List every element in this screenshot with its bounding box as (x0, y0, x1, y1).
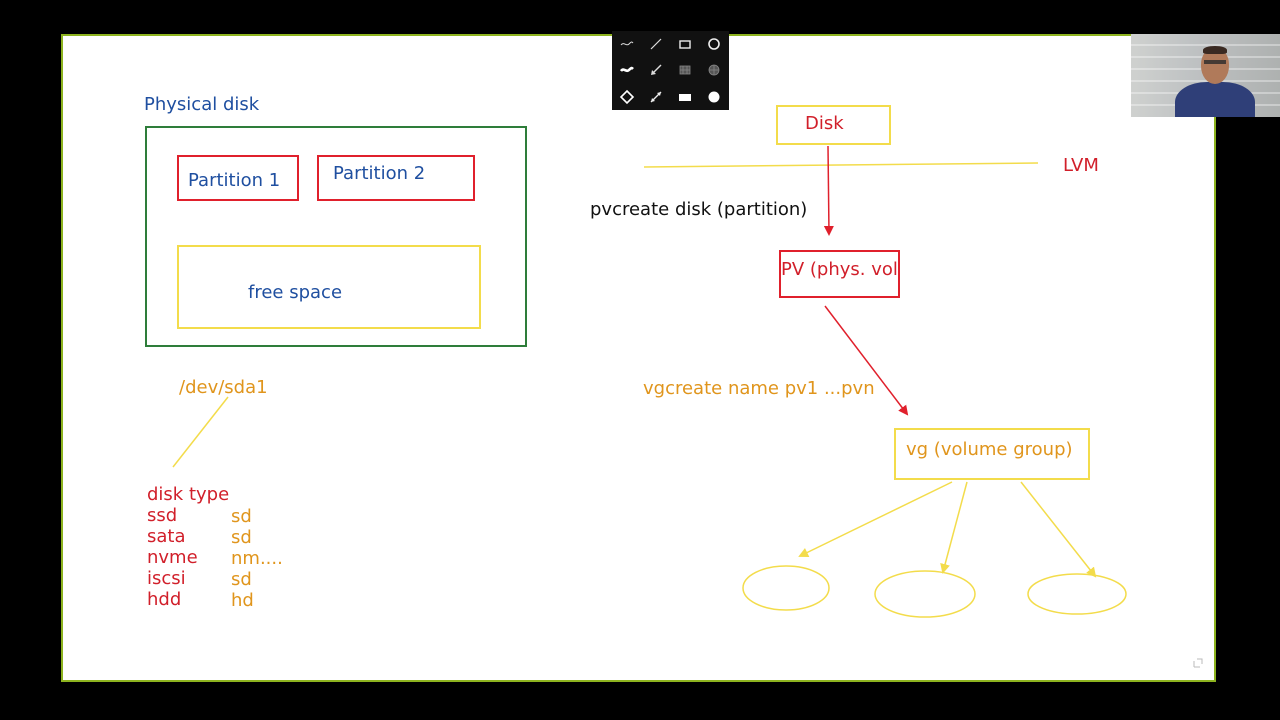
disk-type-name: iscsi (147, 568, 186, 589)
free-space-label: free space (248, 282, 343, 303)
circle-outline-icon[interactable] (700, 31, 729, 57)
disk-type-prefix: nm.... (231, 548, 283, 569)
partition-2-box (317, 155, 475, 201)
partition-2-label: Partition 2 (333, 163, 426, 184)
disk-type-name: nvme (147, 547, 198, 568)
disk-type-prefix: sd (231, 569, 252, 590)
pv-box (779, 250, 900, 298)
resize-corner-icon[interactable] (1192, 657, 1204, 669)
circle-grid-icon[interactable] (700, 57, 729, 83)
device-path-label: /dev/sda1 (179, 377, 268, 398)
presenter-body (1175, 82, 1255, 117)
physical-disk-title: Physical disk (144, 94, 260, 115)
vg-box (894, 428, 1090, 480)
pv-label: PV (phys. vol (781, 259, 898, 280)
rectangle-outline-icon[interactable] (671, 31, 700, 57)
disk-type-name: sata (147, 526, 186, 547)
disk-type-prefix: sd (231, 527, 252, 548)
double-arrow-icon[interactable] (641, 84, 670, 110)
grid-fill-icon[interactable] (671, 57, 700, 83)
disk-type-header: disk type (147, 484, 230, 505)
eraser-icon[interactable] (612, 84, 641, 110)
arrow-icon[interactable] (641, 57, 670, 83)
pvcreate-command: pvcreate disk (partition) (590, 199, 808, 220)
physical-disk-box (145, 126, 527, 347)
freehand-thick-icon[interactable] (612, 57, 641, 83)
vgcreate-command: vgcreate name pv1 ...pvn (643, 378, 875, 399)
drawing-toolbar (612, 31, 729, 110)
free-space-box (177, 245, 481, 329)
presenter-head (1201, 48, 1229, 84)
disk-label: Disk (805, 113, 844, 134)
rectangle-filled-icon[interactable] (671, 84, 700, 110)
circle-filled-icon[interactable] (700, 84, 729, 110)
partition-1-label: Partition 1 (188, 170, 281, 191)
disk-type-name: ssd (147, 505, 178, 526)
disk-type-prefix: sd (231, 506, 252, 527)
partition-1-box (177, 155, 299, 201)
disk-type-name: hdd (147, 589, 182, 610)
disk-box (776, 105, 891, 145)
webcam-overlay (1131, 34, 1280, 117)
disk-type-prefix: hd (231, 590, 254, 611)
freehand-thin-icon[interactable] (612, 31, 641, 57)
lvm-label: LVM (1063, 155, 1099, 176)
vg-label: vg (volume group) (906, 439, 1073, 460)
line-icon[interactable] (641, 31, 670, 57)
